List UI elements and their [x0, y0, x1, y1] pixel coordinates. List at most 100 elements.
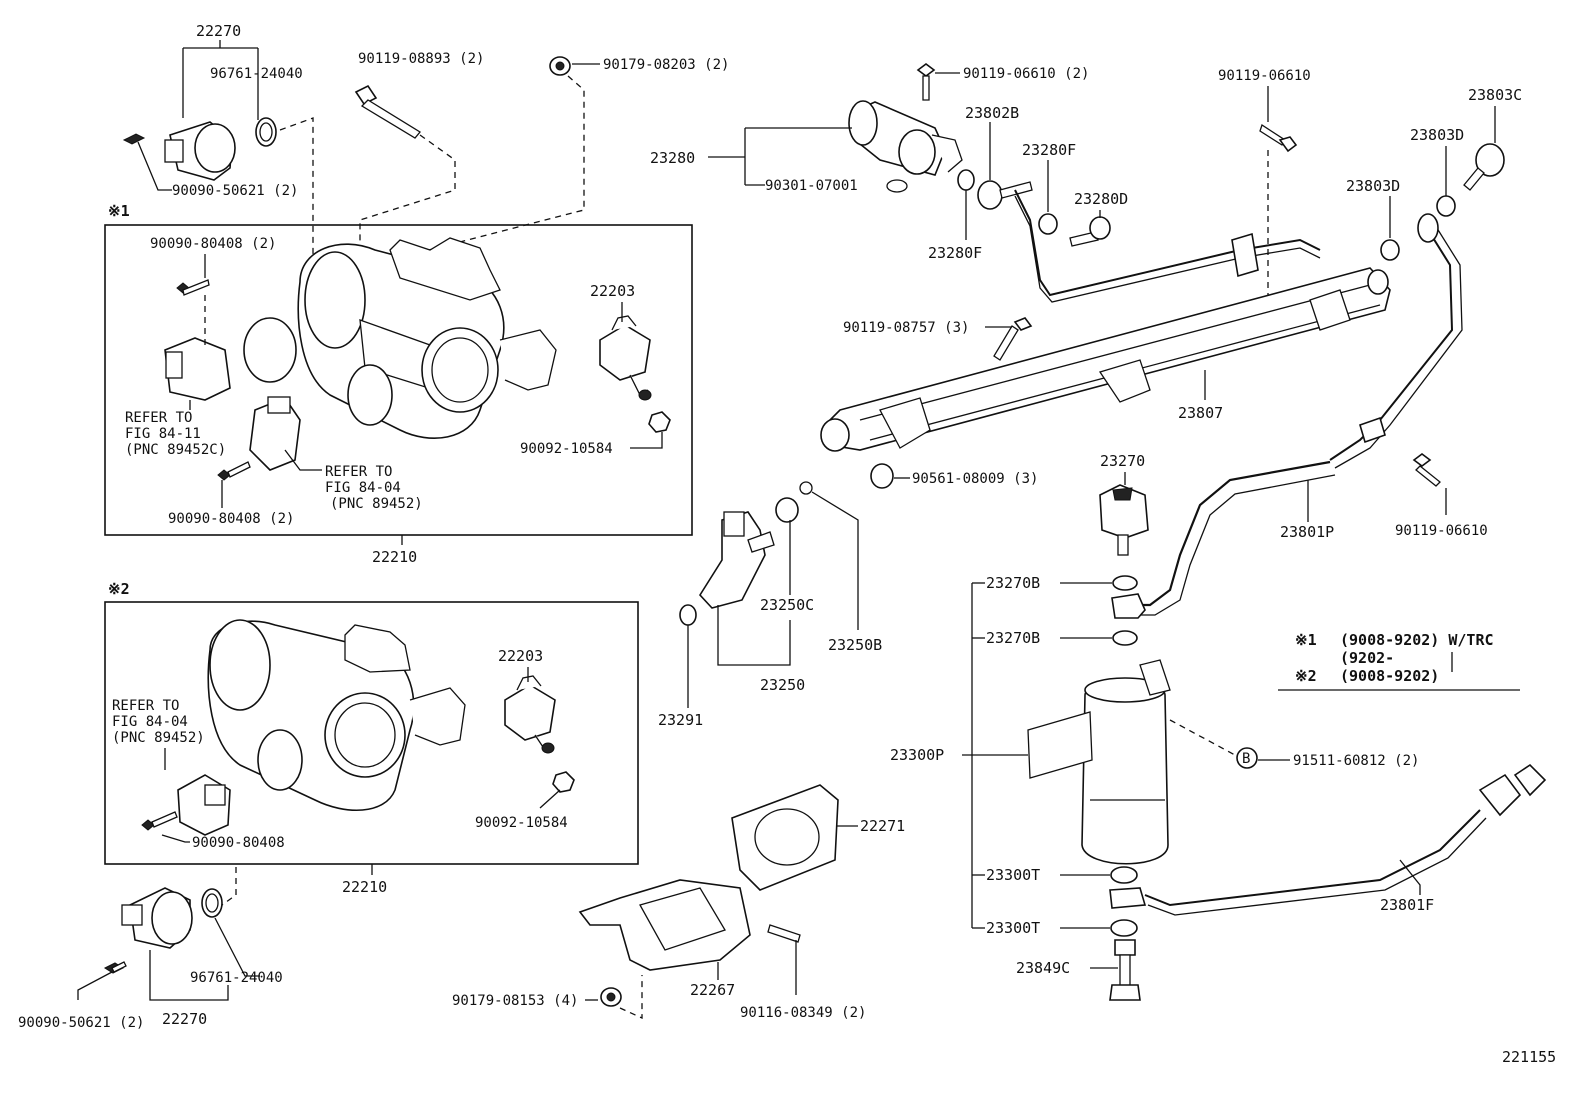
callout-90090-80408-b: 90090-80408 (2) [168, 511, 294, 527]
gasket-23270B-b [1112, 630, 1138, 646]
insulator-90561-08009 [870, 463, 894, 489]
fuel-pipe [1014, 189, 1321, 297]
callout-90119-06610-a: 90119-06610 (2) [963, 66, 1089, 82]
callout-90116-08349: 90116-08349 (2) [740, 1005, 866, 1021]
refer-c-line2: FIG 84-04 [112, 714, 188, 730]
screw-90090-80408-a [176, 279, 210, 296]
callout-23280D: 23280D [1074, 190, 1128, 208]
o-ring-90301-07001 [886, 179, 908, 193]
throttle-body-variant-1 [243, 237, 557, 439]
gasket-23300T-a [1110, 866, 1138, 884]
refer-a-line1: REFER TO [125, 410, 192, 426]
callout-23803D-b: 23803D [1346, 177, 1400, 195]
refer-a-line3: (PNC 89452C) [125, 442, 226, 458]
refer-b-line1: REFER TO [325, 464, 392, 480]
o-ring-23250C [775, 497, 799, 523]
callout-90090-50621-bot: 90090-50621 (2) [18, 1015, 144, 1031]
svg-text:B: B [1242, 751, 1250, 767]
nut-90179-08203 [549, 56, 571, 76]
union-23802B [977, 180, 1033, 210]
callout-23300T-b: 23300T [986, 919, 1040, 937]
callout-22210-b: 22210 [342, 878, 387, 896]
callout-22270-bot: 22270 [162, 1010, 207, 1028]
clamp [1231, 232, 1259, 278]
legend: ※1 (9008-9202) W/TRC (9202- ※2 (9008-920… [1278, 631, 1520, 691]
isc-valve-bottom [121, 887, 223, 949]
bolt-90119-08757 [993, 317, 1033, 361]
callout-23807: 23807 [1178, 404, 1223, 422]
bolt-90119-06610-c [1412, 453, 1441, 487]
union-bolt-23849C [1109, 939, 1141, 1001]
screw-90090-50621-bot [103, 961, 127, 974]
callout-22203-b: 22203 [498, 647, 543, 665]
callout-90092-10584-a: 90092-10584 [520, 441, 613, 457]
legend-mark-1: ※1 [1295, 631, 1317, 649]
dashpot-22203-b [504, 675, 556, 754]
refer-b-line2: FIG 84-04 [325, 480, 401, 496]
throttle-sensor-variant-1-b [249, 396, 301, 471]
gasket-23300T-b [1110, 919, 1138, 937]
gasket-23280F-b [1038, 213, 1058, 235]
nut-90092-10584-a [648, 411, 671, 433]
bolt-90119-06610-b [1259, 123, 1298, 153]
bolt-91511-60812: B [1236, 747, 1258, 769]
bracket-22267 [578, 879, 751, 971]
bolt-90119-08893 [354, 84, 421, 139]
callout-22267: 22267 [690, 981, 735, 999]
gasket-23280F-a [957, 169, 975, 191]
stud-90116-08349 [767, 924, 801, 943]
refer-a-line2: FIG 84-11 [125, 426, 201, 442]
legend-row-2: (9008-9202) [1340, 667, 1439, 685]
callout-96761-24040-top: 96761-24040 [210, 66, 303, 82]
callout-23280: 23280 [650, 149, 695, 167]
nut-90092-10584-b [552, 771, 575, 793]
throttle-sensor-variant-1-a [164, 337, 231, 401]
union-bolt-23280D [1069, 216, 1111, 247]
callout-90119-06610-b: 90119-06610 [1218, 68, 1311, 84]
pressure-regulator-23280 [848, 100, 963, 176]
callout-23801P: 23801P [1280, 523, 1334, 541]
throttle-body-variant-2 [207, 619, 466, 812]
callout-23280F-a: 23280F [1022, 141, 1076, 159]
fuel-hose-23801F [1144, 809, 1481, 907]
gasket-23270B-a [1112, 575, 1138, 591]
o-ring-23250B [799, 481, 813, 495]
refer-c-line3: (PNC 89452) [112, 730, 205, 746]
callout-90090-80408-a: 90090-80408 (2) [150, 236, 276, 252]
screw-90090-80408-b [217, 461, 251, 481]
callout-90179-08153: 90179-08153 (4) [452, 993, 578, 1009]
legend-row-1: (9008-9202) W/TRC [1340, 631, 1494, 649]
gasket-22271 [731, 784, 839, 891]
callout-90179-08203: 90179-08203 (2) [603, 57, 729, 73]
callout-22270-top: 22270 [196, 22, 241, 40]
callout-90119-08893: 90119-08893 (2) [358, 51, 484, 67]
injector-23250 [698, 511, 775, 609]
callout-23300T-a: 23300T [986, 866, 1040, 884]
callout-96761-24040-bot: 96761-24040 [190, 970, 283, 986]
callout-90119-06610-c: 90119-06610 [1395, 523, 1488, 539]
variant-1-mark: ※1 [108, 202, 130, 220]
o-ring-23291 [679, 604, 697, 626]
fuel-filter-23300P [1027, 659, 1171, 865]
callout-22203-a: 22203 [590, 282, 635, 300]
callout-23280F-b: 23280F [928, 244, 982, 262]
union-bolt [1111, 593, 1146, 619]
gasket-23803D-a [1436, 195, 1456, 217]
nut-90179-08153 [600, 987, 622, 1007]
bolt-90119-06610-a [916, 63, 936, 101]
callout-23270B-b: 23270B [986, 629, 1040, 647]
dashpot-22203-a [599, 315, 652, 401]
fuel-rail-23807 [820, 267, 1391, 452]
callout-90090-50621-top: 90090-50621 (2) [172, 183, 298, 199]
gasket-23803D-b [1380, 239, 1400, 261]
variant-2-mark: ※2 [108, 580, 130, 598]
callout-91511-60812: 91511-60812 (2) [1293, 753, 1419, 769]
callout-90561-08009: 90561-08009 (3) [912, 471, 1038, 487]
callout-23803C: 23803C [1468, 86, 1522, 104]
callout-23803D-a: 23803D [1410, 126, 1464, 144]
fuel-return-pipe [1329, 224, 1454, 461]
callout-23250B: 23250B [828, 636, 882, 654]
callout-23801F: 23801F [1380, 896, 1434, 914]
bolt-23803C [1463, 143, 1505, 191]
callout-23849C: 23849C [1016, 959, 1070, 977]
